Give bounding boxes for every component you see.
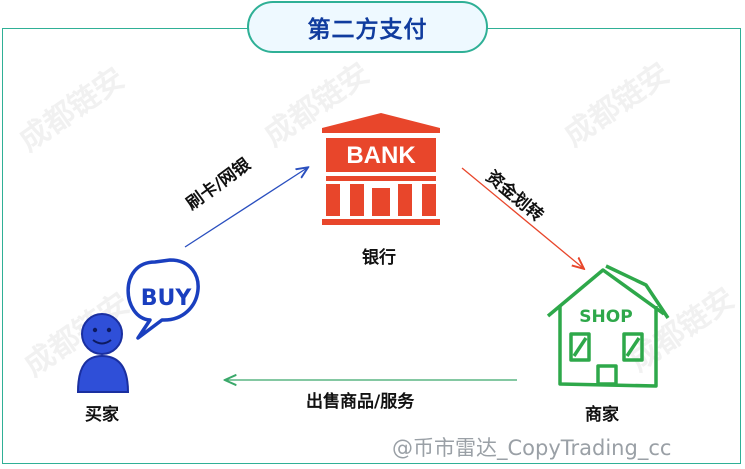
bank-sign-text: BANK: [346, 142, 416, 169]
shop-icon: SHOP: [546, 264, 670, 388]
page-title: 第二方支付: [307, 17, 428, 43]
bank-label: 银行: [362, 248, 396, 268]
watermark-caption: @币市雷达_CopyTrading_cc: [392, 436, 672, 460]
arrow-buyer-to-bank: [184, 168, 307, 248]
title-pill: 第二方支付: [247, 1, 488, 53]
bank-icon: BANK: [322, 113, 440, 225]
arrow-bank-to-shop: [461, 167, 583, 268]
speech-bubble-text: BUY: [141, 286, 193, 311]
shop-label: 商家: [585, 405, 619, 425]
shop-sign-text: SHOP: [579, 307, 632, 327]
buyer-label: 买家: [85, 405, 119, 425]
buyer-icon: BUY: [76, 258, 200, 393]
edge-label-shop-to-buyer: 出售商品/服务: [306, 392, 415, 412]
